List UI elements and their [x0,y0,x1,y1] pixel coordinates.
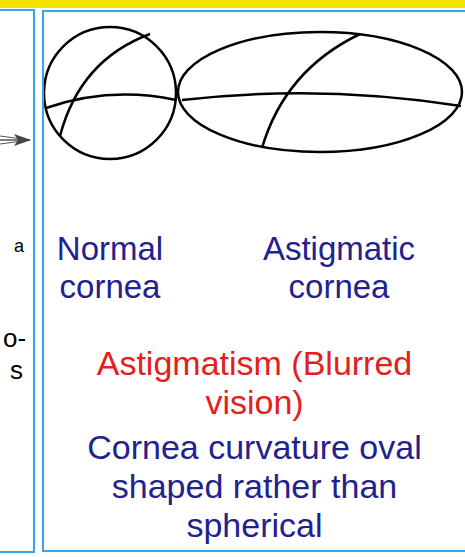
figure-label: Normal cornea [40,230,180,306]
fragment-text: a [14,236,32,257]
left-panel [0,10,34,552]
fragment-text: s [10,356,30,386]
heading-text: Astigmatism (Blurred vision) [44,344,465,422]
body-text: Cornea curvature oval shaped rather than… [44,428,465,545]
arrow [0,134,31,146]
figure-label: Astigmatic cornea [215,230,463,306]
astigmatic-cornea [178,32,462,152]
fragment-text: o- [3,324,33,354]
normal-cornea [44,27,176,159]
top-band [0,0,465,8]
